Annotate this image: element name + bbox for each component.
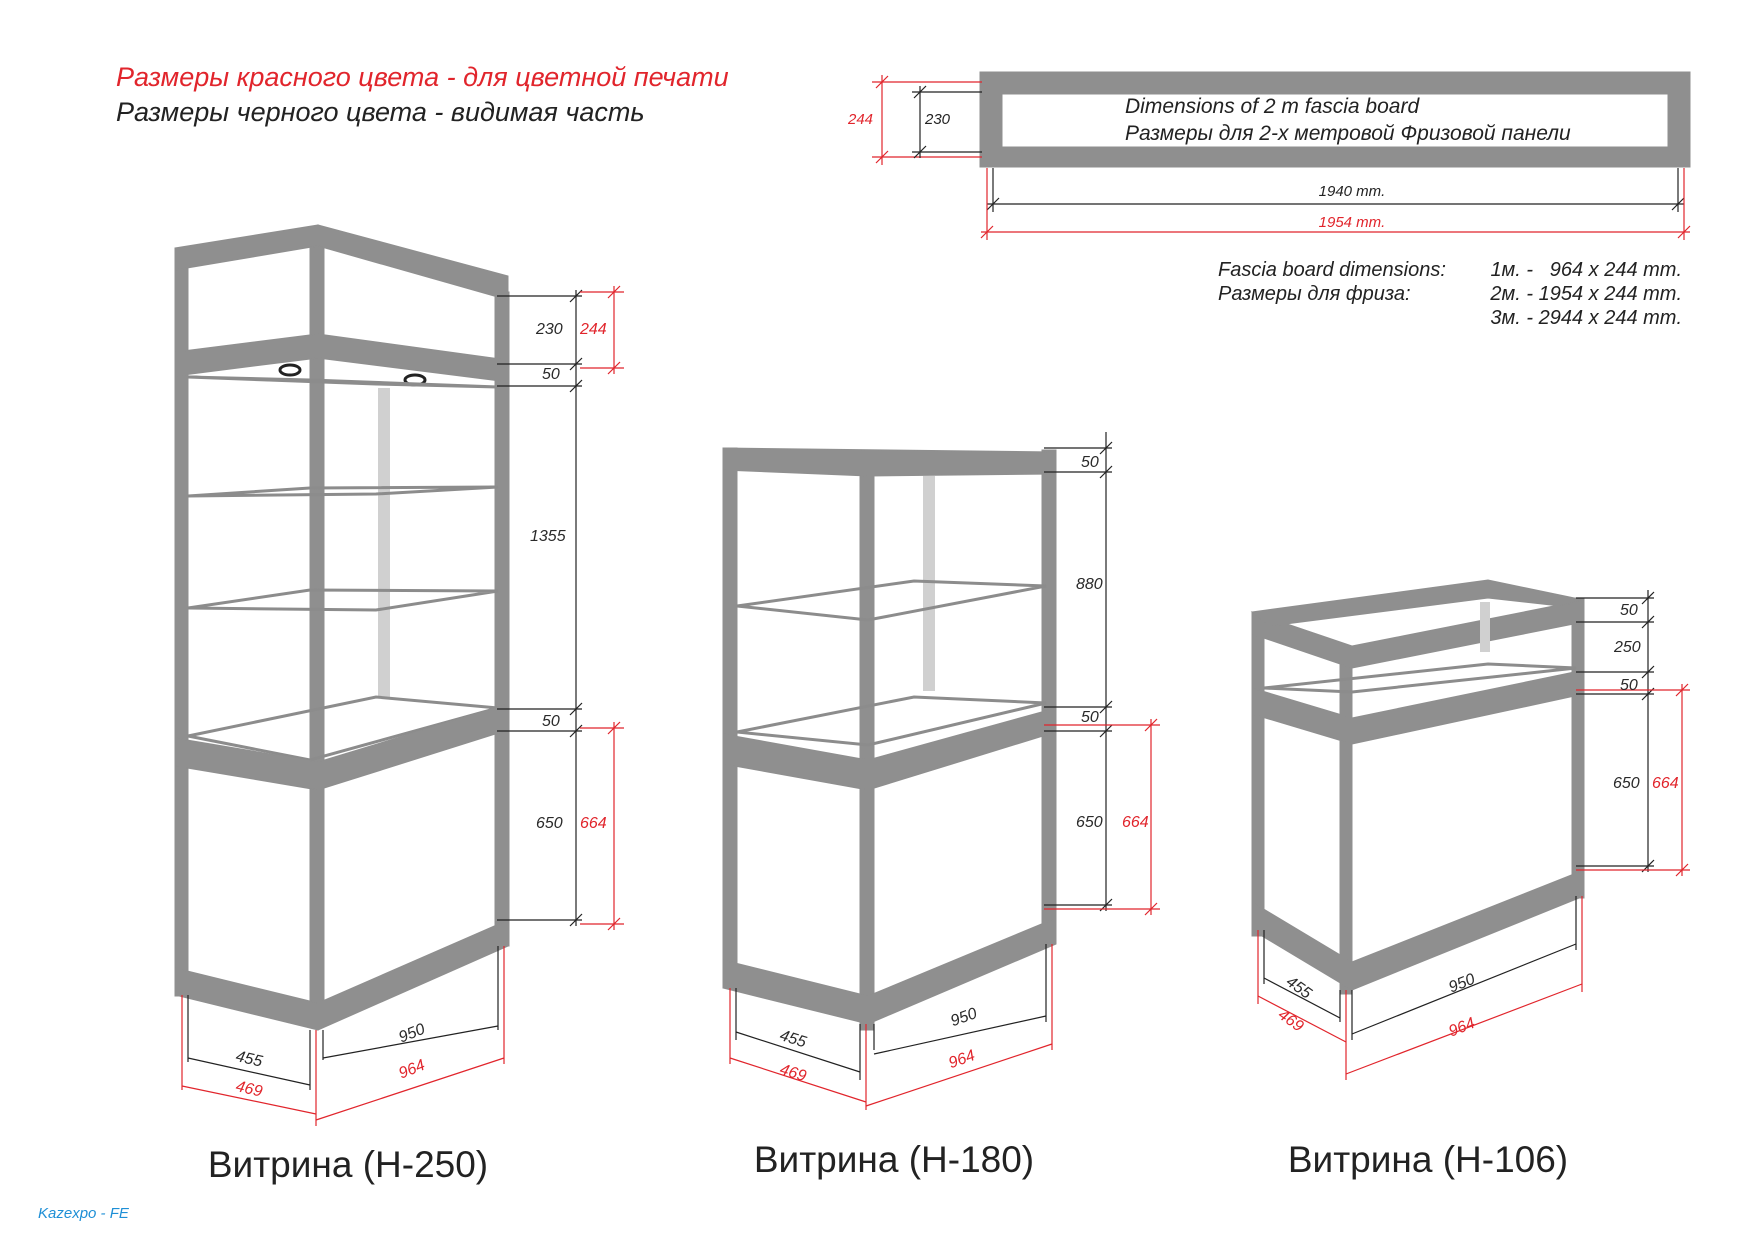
showcase-h106-drawing xyxy=(1250,579,1690,1080)
h106-dim-width-red: 964 xyxy=(1446,1015,1477,1041)
h250-dim-base-red: 664 xyxy=(580,815,607,832)
h250-dim-mid-rail: 50 xyxy=(542,713,560,730)
brand-label: Kazexpo - FE xyxy=(38,1205,130,1222)
h250-dim-width-red: 964 xyxy=(396,1057,427,1083)
h106-dim-depth-black: 455 xyxy=(1283,973,1315,1002)
h180-dim-depth-red: 469 xyxy=(778,1061,809,1085)
fascia-title-ru: Размеры для 2-х метровой Фризовой панели xyxy=(1125,122,1571,145)
h250-dim-fascia-red: 244 xyxy=(579,321,607,338)
fascia-title-en: Dimensions of 2 m fascia board xyxy=(1125,95,1420,118)
h250-caption: Витрина (Н-250) xyxy=(208,1144,488,1185)
h250-dim-depth-black: 455 xyxy=(234,1048,264,1071)
h180-dim-width-red: 964 xyxy=(946,1047,977,1072)
fascia-specs-label-en: Fascia board dimensions: xyxy=(1218,259,1446,281)
h106-dim-width-black: 950 xyxy=(1446,971,1477,997)
h180-dim-top-rail: 50 xyxy=(1081,454,1099,471)
h250-dim-top-rail: 50 xyxy=(542,366,560,383)
h106-caption: Витрина (Н-106) xyxy=(1288,1139,1568,1180)
fascia-spec-row: 3м. - 2944 x 244 mm. xyxy=(1490,307,1682,329)
h180-dim-depth-black: 455 xyxy=(778,1027,809,1051)
h106-dim-depth-red: 469 xyxy=(1275,1006,1307,1035)
h180-dim-base-black: 650 xyxy=(1076,814,1103,831)
legend-red-note: Размеры красного цвета - для цветной печ… xyxy=(116,62,729,92)
h106-dim-base-black: 650 xyxy=(1613,775,1640,792)
fascia-specs-label-ru: Размеры для фриза: xyxy=(1218,283,1411,305)
fascia-width-black: 1940 mm. xyxy=(1319,183,1386,200)
h180-dim-width-black: 950 xyxy=(948,1005,979,1030)
legend-black-note: Размеры черного цвета - видимая часть xyxy=(116,97,645,127)
h250-dim-depth-red: 469 xyxy=(234,1078,264,1101)
fascia-width-red: 1954 mm. xyxy=(1319,214,1386,231)
h180-dim-base-red: 664 xyxy=(1122,814,1149,831)
h250-dim-glass-height: 1355 xyxy=(530,528,566,545)
h250-dim-width-black: 950 xyxy=(396,1021,427,1047)
fascia-spec-row: 2м. - 1954 x 244 mm. xyxy=(1489,283,1682,305)
fascia-spec-row: 1м. - 964 x 244 mm. xyxy=(1490,259,1682,281)
h106-dim-base-red: 664 xyxy=(1652,775,1679,792)
showcase-h180-drawing xyxy=(722,432,1160,1110)
fascia-board-drawing xyxy=(872,71,1691,240)
showcase-h250-drawing xyxy=(174,224,624,1126)
fascia-height-red: 244 xyxy=(847,111,873,128)
h180-dim-glass-height: 880 xyxy=(1076,576,1103,593)
fascia-height-black: 230 xyxy=(924,111,951,128)
h250-dim-fascia-black: 230 xyxy=(535,321,563,338)
h106-dim-glass-height: 250 xyxy=(1613,639,1641,656)
h180-dim-mid-rail: 50 xyxy=(1081,709,1099,726)
h106-dim-mid-rail: 50 xyxy=(1620,677,1638,694)
h106-dim-top-rail: 50 xyxy=(1620,602,1638,619)
h180-caption: Витрина (Н-180) xyxy=(754,1139,1034,1180)
h250-dim-base-black: 650 xyxy=(536,815,563,832)
